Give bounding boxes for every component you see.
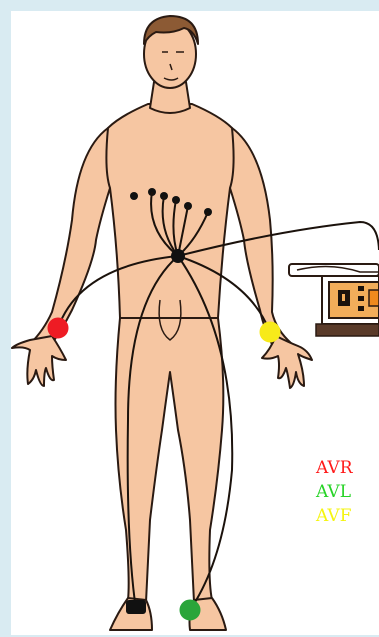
torso xyxy=(106,104,233,318)
left-arm xyxy=(230,128,292,352)
left-hand xyxy=(262,336,312,388)
right-arm xyxy=(30,128,110,352)
right-hand xyxy=(12,336,66,386)
legend-avl: AVL xyxy=(316,480,353,504)
legend-avr: AVR xyxy=(316,456,353,480)
lead-junction xyxy=(171,249,185,263)
right-arm-electrode xyxy=(48,318,68,338)
ecg-machine xyxy=(289,264,379,336)
legend-avf: AVF xyxy=(316,504,353,528)
left-arm-electrode xyxy=(260,322,280,342)
right-leg-electrode xyxy=(126,600,146,614)
left-leg-electrode xyxy=(180,600,200,620)
lead-legend: AVR AVL AVF xyxy=(316,456,353,528)
